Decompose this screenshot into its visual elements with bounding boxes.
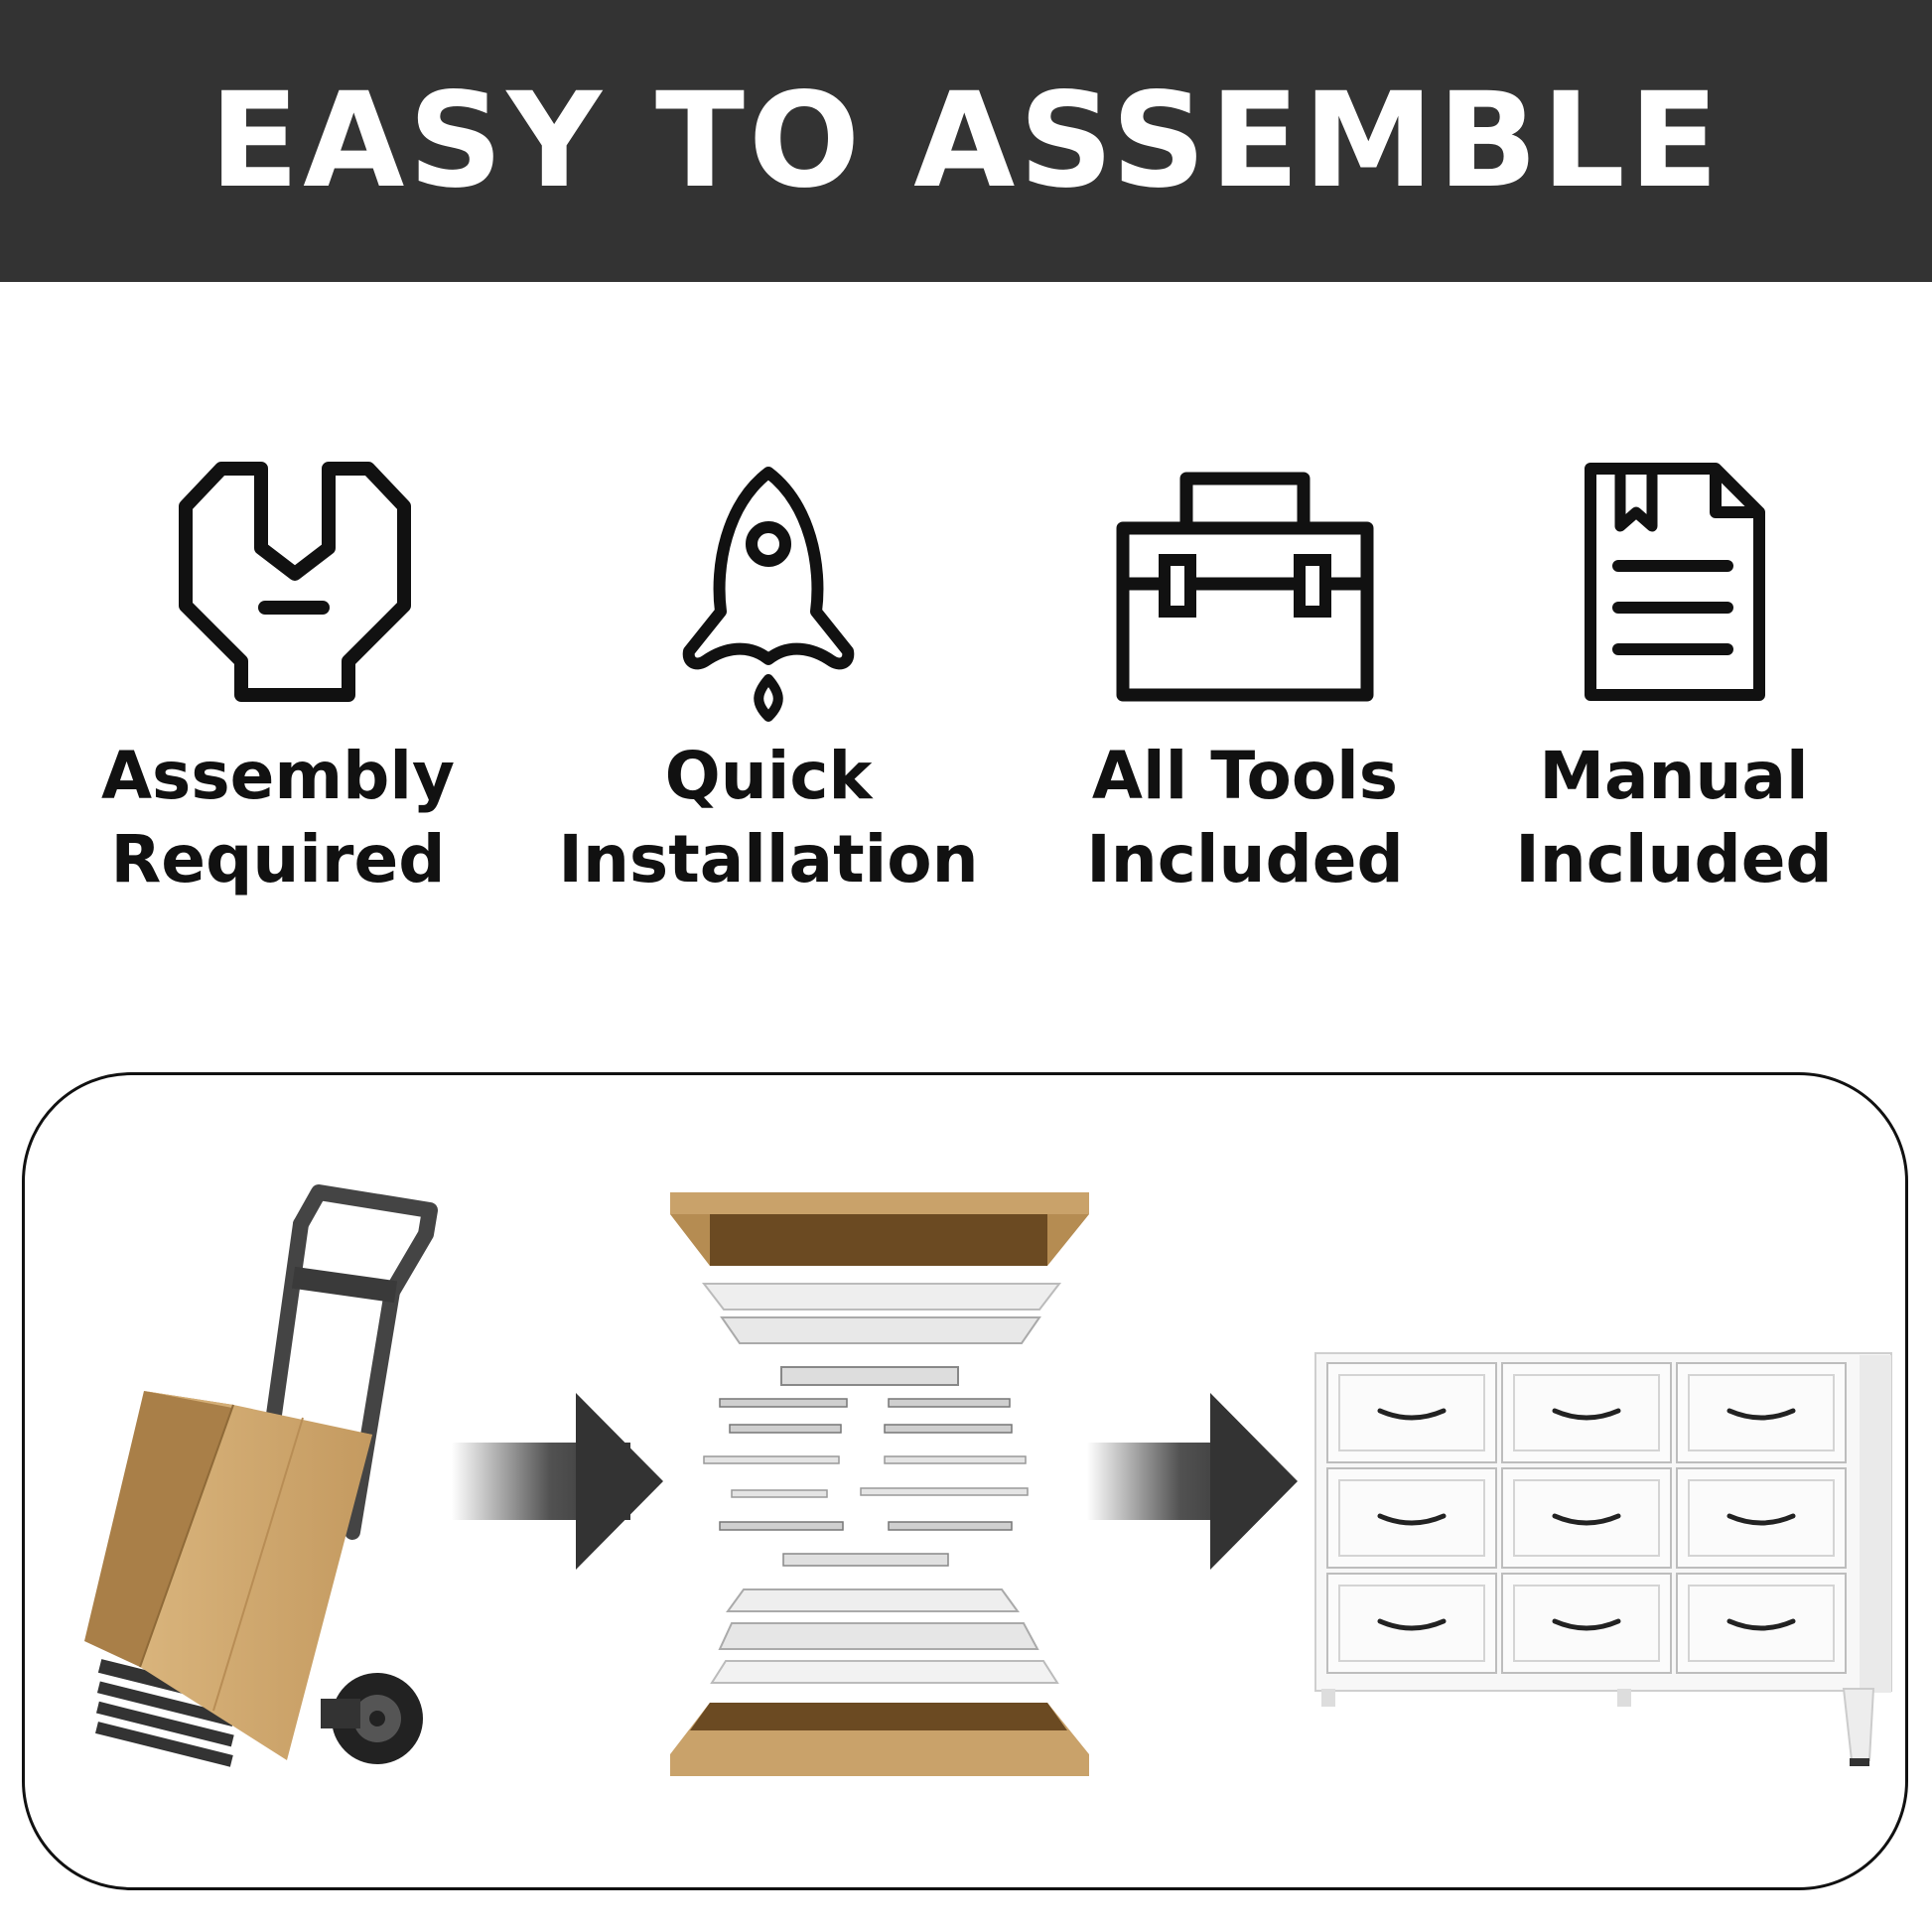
dresser-drawer [1501, 1362, 1672, 1463]
drawer-handle [1377, 1618, 1447, 1631]
drawer-handle [1726, 1618, 1796, 1631]
drawer-handle [1726, 1513, 1796, 1526]
drawer-handle [1552, 1408, 1621, 1421]
drawer-panel-inset [1338, 1374, 1485, 1451]
drawer-panel-inset [1513, 1585, 1660, 1662]
drawer-panel-inset [1688, 1374, 1835, 1451]
drawer-handle [1552, 1618, 1621, 1631]
drawer-panel-inset [1688, 1479, 1835, 1557]
drawer-panel-inset [1513, 1374, 1660, 1451]
drawer-handle [1552, 1513, 1621, 1526]
feature-label: Assembly Required [100, 738, 456, 897]
hand-truck-with-box [84, 1184, 438, 1767]
drawer-handle [1377, 1408, 1447, 1421]
dresser-drawer [1326, 1573, 1497, 1674]
header-banner: EASY TO ASSEMBLE [0, 0, 1932, 282]
drawer-panel-inset [1338, 1585, 1485, 1662]
drawer-panel-inset [1338, 1479, 1485, 1557]
manual-document-icon [1585, 463, 1765, 701]
drawer-handle [1377, 1513, 1447, 1526]
drawer-handle [1726, 1408, 1796, 1421]
rocket-icon [682, 467, 855, 722]
dresser-drawer [1501, 1467, 1672, 1569]
toolbox-icon [1116, 472, 1374, 702]
feature-quick-installation: Quick Installation [550, 457, 987, 901]
drawer-panel-inset [1513, 1479, 1660, 1557]
dresser-drawer [1501, 1573, 1672, 1674]
feature-assembly-required: Assembly Required [60, 457, 496, 901]
arrow-right-icon [1087, 1393, 1298, 1570]
feature-label: Manual Included [1515, 738, 1833, 897]
feature-label: Quick Installation [558, 738, 979, 897]
dresser-drawer [1676, 1573, 1847, 1674]
dresser-drawer [1326, 1362, 1497, 1463]
arrow-right-icon [452, 1393, 663, 1570]
feature-label: All Tools Included [1086, 738, 1404, 897]
feature-manual-included: Manual Included [1455, 457, 1892, 901]
feature-all-tools-included: All Tools Included [1027, 457, 1463, 901]
dresser-drawer [1676, 1362, 1847, 1463]
process-panel [22, 1072, 1908, 1890]
dresser-drawer [1326, 1467, 1497, 1569]
exploded-panel-parts [670, 1192, 1089, 1776]
assembled-nine-drawer-dresser [1314, 1352, 1892, 1766]
dresser-drawer [1676, 1467, 1847, 1569]
drawer-panel-inset [1688, 1585, 1835, 1662]
page-title: EASY TO ASSEMBLE [209, 65, 1723, 217]
wrench-icon [179, 462, 411, 702]
